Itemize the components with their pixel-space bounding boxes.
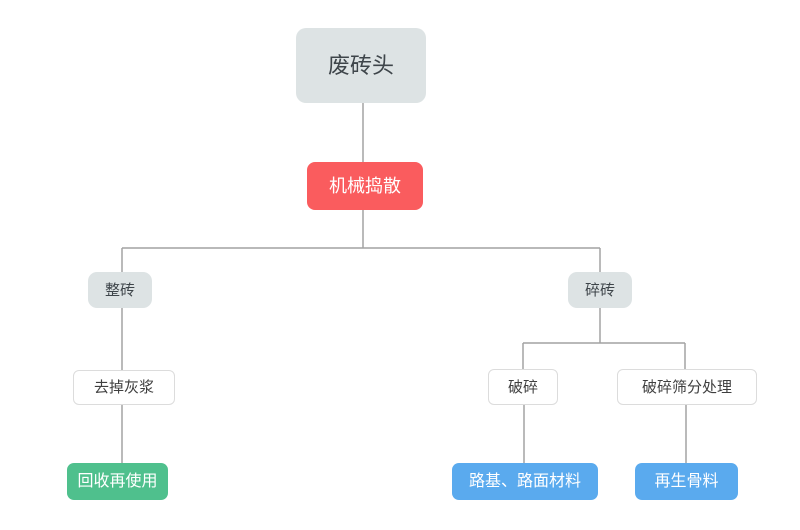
node-recycled-aggregate[interactable]: 再生骨料 [635,463,738,500]
node-whole-brick[interactable]: 整砖 [88,272,152,308]
node-mechanical-breaking[interactable]: 机械捣散 [307,162,423,210]
node-crushing[interactable]: 破碎 [488,369,558,405]
node-road-material[interactable]: 路基、路面材料 [452,463,598,500]
node-waste-brick[interactable]: 废砖头 [296,28,426,103]
node-recycle-reuse[interactable]: 回收再使用 [67,463,168,500]
node-remove-mortar[interactable]: 去掉灰浆 [73,370,175,405]
node-broken-brick[interactable]: 碎砖 [568,272,632,308]
node-crushing-screening[interactable]: 破碎筛分处理 [617,369,757,405]
